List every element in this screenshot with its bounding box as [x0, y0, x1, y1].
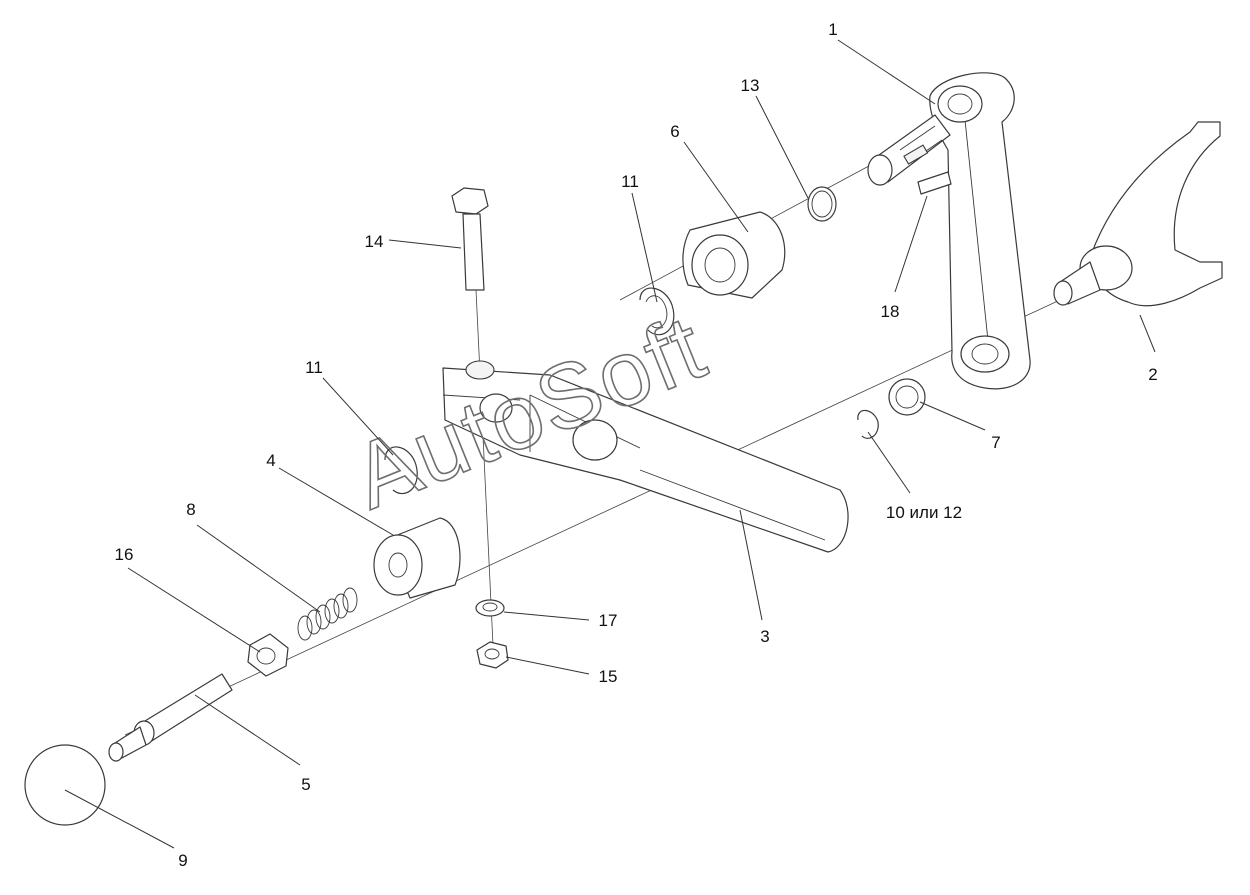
callout-14: 14	[365, 232, 384, 251]
rod-part-5	[108, 673, 233, 762]
snap-ring-part-11-lower	[384, 446, 418, 495]
callout-3: 3	[760, 627, 769, 646]
nut-part-16	[247, 633, 289, 677]
callout-11-upper: 11	[621, 172, 639, 191]
callout-4: 4	[266, 451, 275, 470]
callout-18: 18	[881, 302, 900, 321]
snap-ring-part-10-12	[857, 409, 879, 439]
cap-part-4	[373, 517, 461, 599]
nut-part-15	[476, 641, 509, 669]
key-part-18	[917, 171, 952, 195]
snap-ring-part-11-upper	[639, 287, 675, 336]
callout-9: 9	[178, 851, 187, 870]
callout-17: 17	[599, 611, 618, 630]
callout-16: 16	[115, 545, 134, 564]
washer-part-17	[475, 599, 505, 617]
knob-part-9	[24, 744, 106, 826]
callout-8: 8	[186, 500, 195, 519]
bolt-part-14	[451, 187, 489, 291]
callout-6: 6	[670, 122, 679, 141]
lever-part-1	[867, 72, 1031, 390]
callout-13: 13	[741, 76, 760, 95]
leader-lines	[64, 39, 1156, 849]
bushing-part-6	[682, 211, 786, 299]
callout-15: 15	[599, 667, 618, 686]
callout-5: 5	[301, 775, 310, 794]
callout-7: 7	[991, 433, 1000, 452]
washer-part-7	[888, 378, 926, 416]
callout-labels: 1 2 3 4 5 6 7 8 9 10 или 12 11 11 13 14 …	[115, 20, 1158, 870]
callout-1: 1	[828, 20, 837, 39]
callout-10-or-12: 10 или 12	[886, 503, 962, 522]
callout-11-lower: 11	[305, 358, 323, 377]
callout-2: 2	[1148, 365, 1157, 384]
spring-part-8	[297, 587, 358, 641]
arm-part-3	[442, 360, 849, 553]
ring-part-13	[807, 186, 837, 222]
fork-part-2	[1053, 121, 1223, 307]
